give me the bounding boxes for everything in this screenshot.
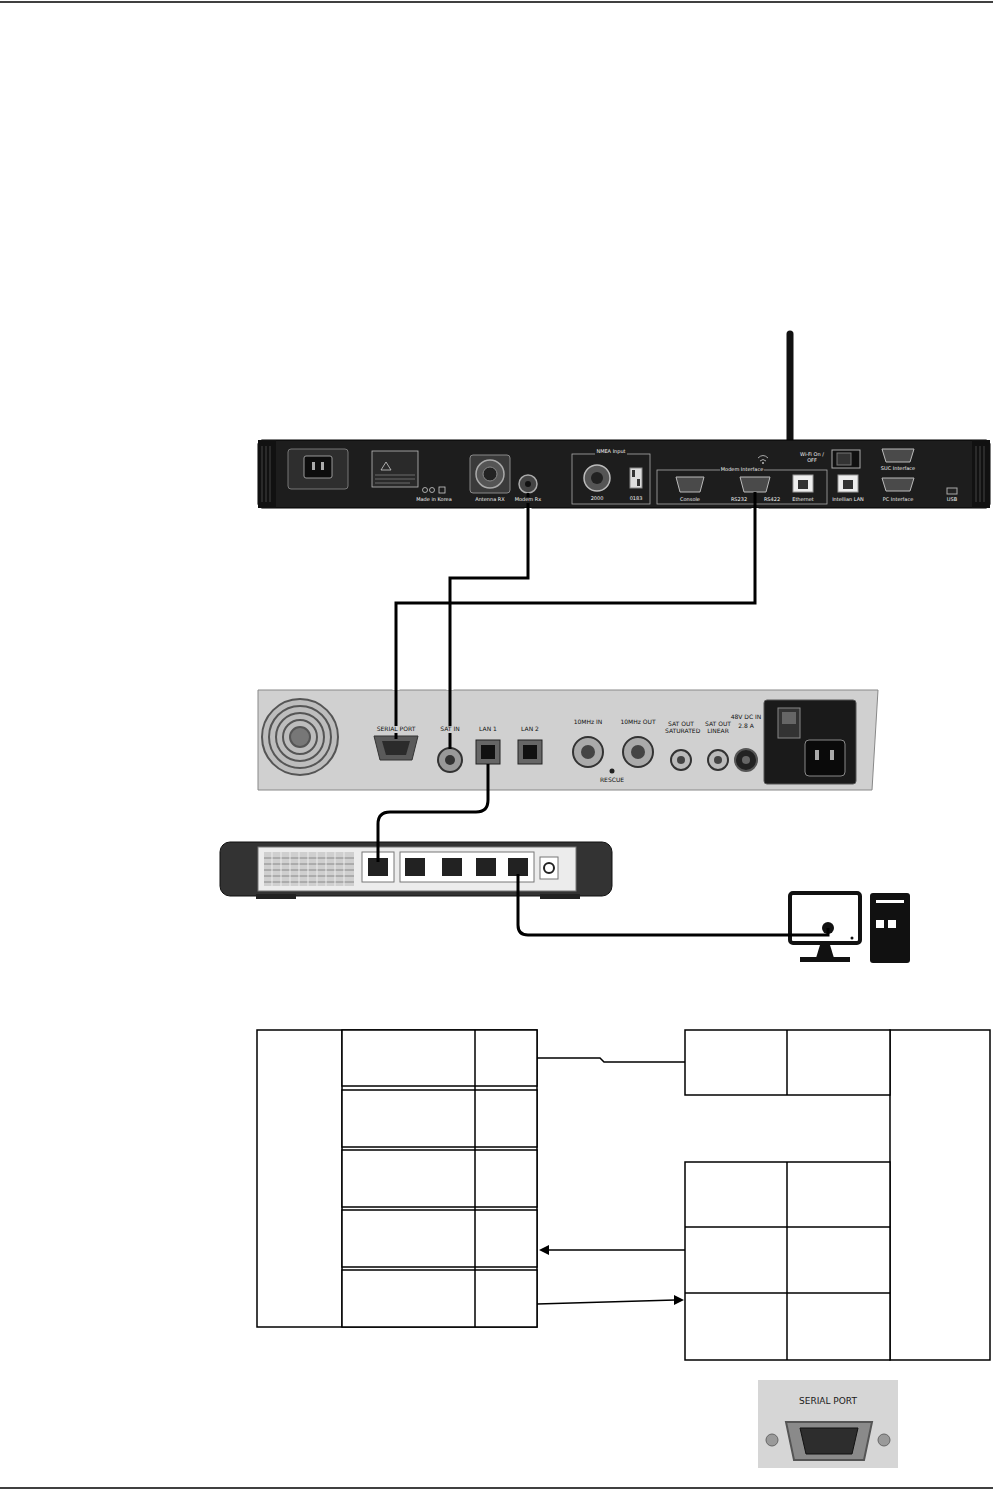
cable-halo bbox=[396, 508, 755, 690]
pin-table bbox=[685, 1030, 990, 1360]
computer bbox=[790, 893, 910, 963]
port-label: 2000 bbox=[590, 496, 605, 502]
arrowhead bbox=[539, 1245, 549, 1255]
port-label: Ethernet bbox=[791, 497, 815, 503]
port-label: NMEA Input bbox=[595, 449, 626, 455]
port-label: 10MHz IN bbox=[573, 719, 604, 726]
port-label: RESCUE bbox=[599, 777, 625, 784]
port-label: Console bbox=[679, 497, 701, 503]
cable bbox=[450, 508, 528, 690]
port-label: Modem Interface bbox=[720, 467, 764, 473]
port-label: SUC Interface bbox=[880, 466, 916, 472]
page-rule bbox=[0, 1487, 993, 1489]
port-label: RS232 bbox=[730, 497, 748, 503]
network-switch bbox=[220, 842, 612, 899]
port-label: Intellian LAN bbox=[831, 497, 865, 503]
port-label: Wi-Fi On / OFF bbox=[799, 452, 825, 464]
port-label: 48V DC IN bbox=[730, 714, 763, 721]
lan-cable bbox=[378, 764, 828, 935]
port-label: SAT OUT SATURATED bbox=[664, 721, 698, 735]
port-label: SAT IN bbox=[439, 726, 460, 733]
port-label: PC Interface bbox=[882, 497, 914, 503]
port-label: USB bbox=[946, 497, 958, 503]
port-label: Modem Rx bbox=[514, 497, 543, 503]
page-rule bbox=[0, 1, 993, 3]
modem-rear-panel-illustration bbox=[258, 690, 878, 790]
port-label: 0183 bbox=[629, 496, 644, 502]
port-label: LAN 2 bbox=[520, 726, 540, 733]
port-label: Antenna RX bbox=[474, 497, 506, 503]
cable bbox=[396, 508, 755, 690]
port-label: SAT OUT LINEAR bbox=[703, 721, 733, 735]
cable-halo bbox=[450, 508, 528, 690]
acu-rear-panel: NMEA InputAntenna RX Modem Rx 2000 0183 Made… bbox=[258, 440, 990, 508]
pin-wire bbox=[537, 1058, 685, 1304]
port-label: SERIAL PORT bbox=[799, 1396, 857, 1406]
arrowhead bbox=[674, 1295, 684, 1305]
modem-rear-panel: SERIAL PORT SAT IN LAN 1 LAN 2 10MHz IN 10MHz… bbox=[258, 690, 878, 790]
port-label: 2.8 A bbox=[737, 723, 755, 730]
port-label: LAN 1 bbox=[478, 726, 498, 733]
serial-port-photo bbox=[758, 1380, 898, 1468]
port-label: 10MHz OUT bbox=[619, 719, 656, 726]
pin-table bbox=[257, 1030, 537, 1327]
acu-rear-panel-illustration bbox=[258, 440, 990, 508]
port-label: RS422 bbox=[763, 497, 781, 503]
port-label: SERIAL PORT bbox=[376, 726, 417, 733]
port-label: Made in Korea bbox=[415, 497, 453, 503]
